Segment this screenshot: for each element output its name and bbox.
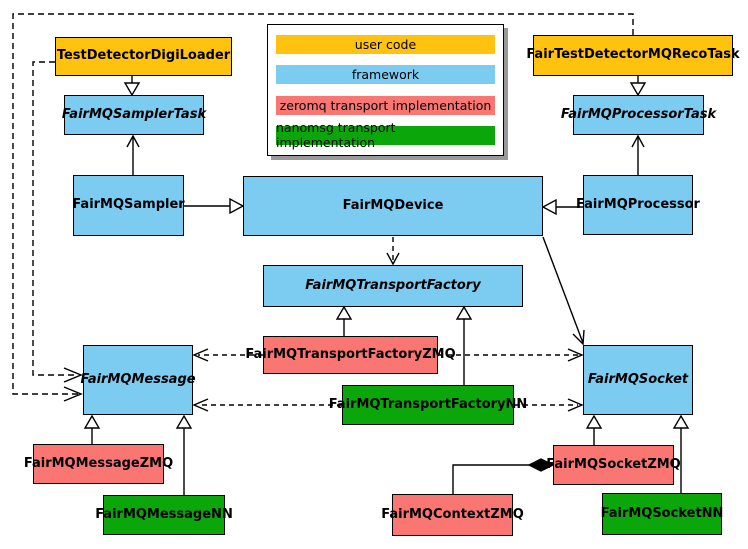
edge-fairmqmessagezmq-fairmqmessage	[83, 414, 101, 444]
legend-item-nanomsg: nanomsg transport implementation	[276, 120, 495, 150]
legend-item-user-code: user code	[276, 35, 495, 54]
node-fairmqmessagenn: FairMQMessageNN	[95, 495, 233, 535]
legend: user code framework zeromq transport imp…	[267, 24, 504, 156]
edge-fairmqtransportfactorynn-fairmqmessage	[192, 398, 342, 412]
node-fairmqtransportfactorynn: FairMQTransportFactoryNN	[329, 385, 527, 425]
edge-fairtestdetectormqrecotask-fairmqprocessortask	[629, 76, 647, 97]
node-fairmqmessagezmq: FairMQMessageZMQ	[24, 444, 173, 484]
edge-testdetectordigiloader-fairmqmessage	[32, 61, 83, 383]
edge-fairmqmessagenn-fairmqmessage	[175, 414, 193, 495]
legend-item-framework: framework	[276, 65, 495, 85]
node-fairmqcontextzmq: FairMQContextZMQ	[381, 494, 524, 536]
edge-fairmqprocessor-fairmqprocessortask	[631, 134, 645, 175]
edge-fairmqtransportfactoryzmq-fairmqmessage	[192, 348, 263, 362]
legend-item-zeromq: zeromq transport implementation	[276, 95, 495, 115]
edge-fairmqdevice-fairmqsocket	[542, 236, 585, 346]
edge-fairmqsocketzmq-fairmqsocket	[585, 414, 603, 445]
node-fairmqtransportfactory: FairMQTransportFactory	[263, 265, 523, 307]
node-fairmqsocketnn: FairMQSocketNN	[601, 493, 723, 535]
edge-fairmqtransportfactoryzmq-fairmqtransportfactory	[335, 305, 353, 336]
node-fairmqprocessor: FairMQProcessor	[576, 175, 700, 235]
edge-fairmqsocketnn-fairmqsocket	[672, 414, 690, 493]
edge-fairmqtransportfactoryzmq-fairmqsocket	[438, 348, 584, 362]
edge-fairmqtransportfactorynn-fairmqtransportfactory	[455, 305, 473, 385]
node-fairmqprocessortask: FairMQProcessorTask	[561, 95, 716, 135]
edge-fairtestdetectormqrecotask-fairmqmessage	[12, 13, 634, 402]
node-fairmqsocketzmq: FairMQSocketZMQ	[546, 445, 681, 485]
node-fairmqdevice: FairMQDevice	[243, 176, 543, 236]
node-fairmqmessage: FairMQMessage	[80, 345, 196, 415]
edge-fairmqdevice-fairmqtransportfactory	[386, 237, 400, 266]
edge-fairmqsampler-fairmqdevice	[184, 197, 245, 215]
node-fairmqtransportfactoryzmq: FairMQTransportFactoryZMQ	[245, 336, 456, 374]
edge-fairmqprocessor-fairmqdevice	[541, 198, 583, 216]
node-fairmqsocket: FairMQSocket	[583, 345, 693, 415]
edge-fairmqsampler-fairmqsamplertask	[126, 134, 140, 175]
node-fairmqsampler: FairMQSampler	[72, 175, 185, 236]
edge-testdetectordigiloader-fairmqsamplertask	[123, 76, 141, 97]
edge-fairmqtransportfactorynn-fairmqsocket	[514, 398, 584, 412]
node-fairmqsamplertask: FairMQSamplerTask	[62, 95, 206, 135]
node-testdetectordigiloader: TestDetectorDigiLoader	[55, 37, 232, 76]
edge-fairmqcontextzmq-fairmqsocketzmq	[452, 458, 555, 494]
node-fairtestdetectormqrecotask: FairTestDetectorMQRecoTask	[526, 35, 740, 76]
